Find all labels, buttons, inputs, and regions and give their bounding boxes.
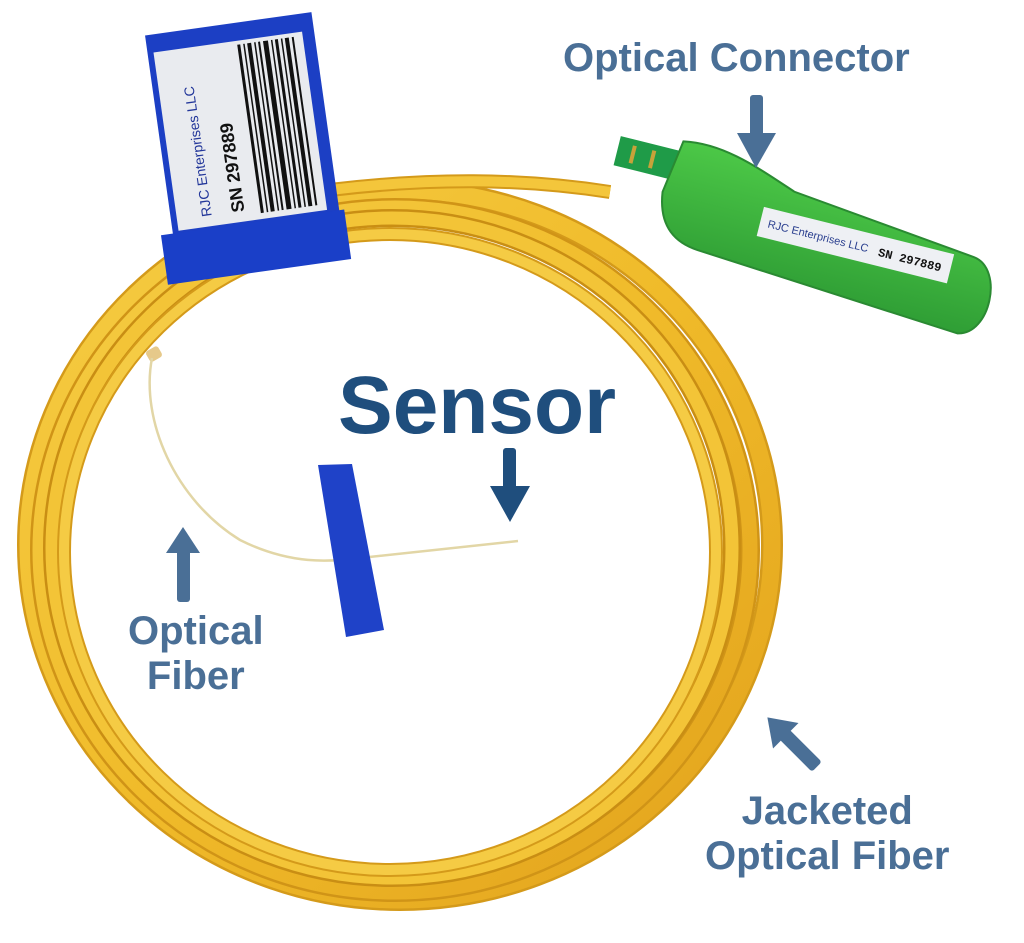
arrow-up-icon [166,527,200,602]
jacketed-fiber-coil [17,174,783,911]
optical-connector: RJC Enterprises LLC SN 297889 [613,136,992,335]
bare-optical-fiber [148,357,519,562]
optical-fiber-line-1: Optical [128,609,264,653]
jacketed-line-1: Jacketed [741,789,913,833]
blue-tape [318,464,384,637]
connector-lead-jacket [329,176,611,197]
tag-wrap-band [160,209,352,285]
optical-fiber-line-2: Fiber [146,653,245,698]
connector-boot [613,136,681,181]
arrow-up-left-icon [767,717,821,771]
serial-tag: RJC Enterprises LLC SN 297889 [145,12,352,285]
jacketed-optical-fiber-label: Jacketed Optical Fiber [705,789,950,879]
sensor-text: Sensor [338,360,616,451]
arrow-down-icon [737,95,776,168]
optical-fiber-label: Optical Fiber [128,609,264,699]
arrow-down-icon [490,448,530,522]
sensor-label: Sensor [338,365,616,447]
optical-connector-label: Optical Connector [563,36,910,81]
optical-connector-text: Optical Connector [563,36,910,80]
barcode-icon [237,36,318,214]
coil-loop [45,211,739,885]
jacket-end [146,346,162,362]
coil-loop [32,200,758,900]
coil-loop [59,229,721,875]
connector-label [756,206,955,284]
jacketed-line-2: Optical Fiber [705,833,950,878]
